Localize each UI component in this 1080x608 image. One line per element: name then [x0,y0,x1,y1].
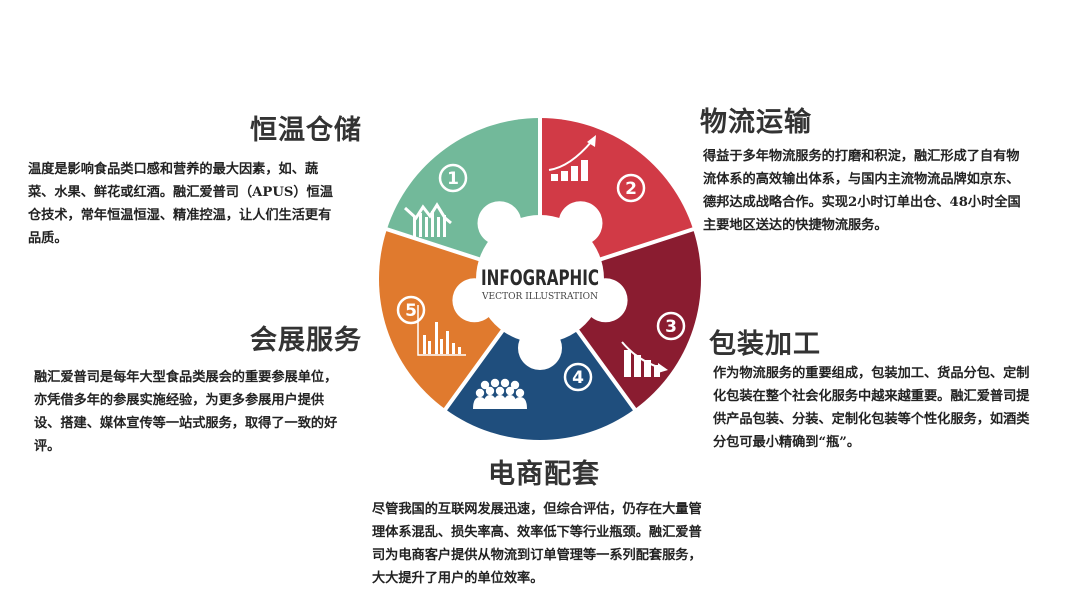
text-line: 供产品包装、分装、定制化包装等个性化服务，如酒类 [713,412,1030,427]
text-line: 作为物流服务的重要组成，包装加工、货品分包、定制 [713,366,1030,381]
text-line: 品质。 [28,231,68,246]
segment-number-4: 4 [572,368,584,388]
segment-number-5: 5 [405,301,417,321]
section-body-logistics: 得益于多年物流服务的打磨和积淀，融汇形成了自有物 流体系的高效输出体系，与国内主… [703,145,1073,237]
people-group-icon [473,378,527,409]
section-body-storage: 温度是影响食品类口感和营养的最大因素，如、蔬 菜、水果、鲜花或红酒。融汇爱普司（… [28,158,373,250]
declining-bar-chart-icon [621,341,668,377]
text-line: 理体系混乱、损失率高、效率低下等行业瓶颈。融汇爱普 [372,525,702,540]
text-line: 融汇爱普司是每年大型食品类展会的重要参展单位， [34,370,338,385]
segment-number-3: 3 [665,317,677,337]
text-line: 仓技术，常年恒温恒湿、精准控温，让人们生活更有 [28,208,332,223]
rising-bar-chart-icon [548,135,596,181]
line-chart-bars-icon [403,202,452,237]
text-line: 流体系的高效输出体系，与国内主流物流品牌如京东、 [703,172,1020,187]
segment-number-2: 2 [625,179,637,199]
segment-number-1: 1 [447,169,459,189]
center-subtitle: VECTOR ILLUSTRATION [481,291,598,302]
section-title-exhibition: 会展服务 [250,325,362,356]
text-line: 主要地区送达的快捷物流服务。 [703,218,888,233]
section-body-ecommerce: 尽管我国的互联网发展迅速，但综合评估，仍存在大量管 理体系混乱、损失率高、效率低… [372,498,752,590]
section-body-packaging: 作为物流服务的重要组成，包装加工、货品分包、定制 化包装在整个社会化服务中越来越… [713,362,1073,454]
infographic-wheel: INFOGRAPHIC VECTOR ILLUSTRATION 1 2 3 4 … [370,108,710,448]
bar-chart-axes-icon [417,305,466,356]
text-line: 菜、水果、鲜花或红酒。融汇爱普司（APUS）恒温 [28,185,333,200]
center-title: INFOGRAPHIC [481,266,599,290]
text-line: 设、搭建、媒体宣传等一站式服务，取得了一致的好 [34,416,338,431]
text-line: 尽管我国的互联网发展迅速，但综合评估，仍存在大量管 [372,502,702,517]
section-title-packaging: 包装加工 [709,329,821,360]
section-title-ecommerce: 电商配套 [488,459,600,490]
text-line: 亦凭借多年的参展实施经验，为更多参展用户提供 [34,393,325,408]
section-body-exhibition: 融汇爱普司是每年大型食品类展会的重要参展单位， 亦凭借多年的参展实施经验，为更多… [34,366,379,458]
text-line: 温度是影响食品类口感和营养的最大因素，如、蔬 [28,162,319,177]
text-line: 化包装在整个社会化服务中越来越重要。融汇爱普司提 [713,389,1030,404]
text-line: 分包可最小精确到“瓶”。 [713,435,861,450]
center-hub [452,201,628,370]
text-line: 德邦达成战略合作。实现2小时订单出仓、48小时全国 [703,195,1021,210]
text-line: 得益于多年物流服务的打磨和积淀，融汇形成了自有物 [703,149,1020,164]
section-title-logistics: 物流运输 [700,107,812,138]
section-title-storage: 恒温仓储 [250,115,362,146]
text-line: 司为电商客户提供从物流到订单管理等一系列配套服务， [372,548,702,563]
text-line: 评。 [34,439,61,454]
text-line: 大大提升了用户的单位效率。 [372,571,544,586]
